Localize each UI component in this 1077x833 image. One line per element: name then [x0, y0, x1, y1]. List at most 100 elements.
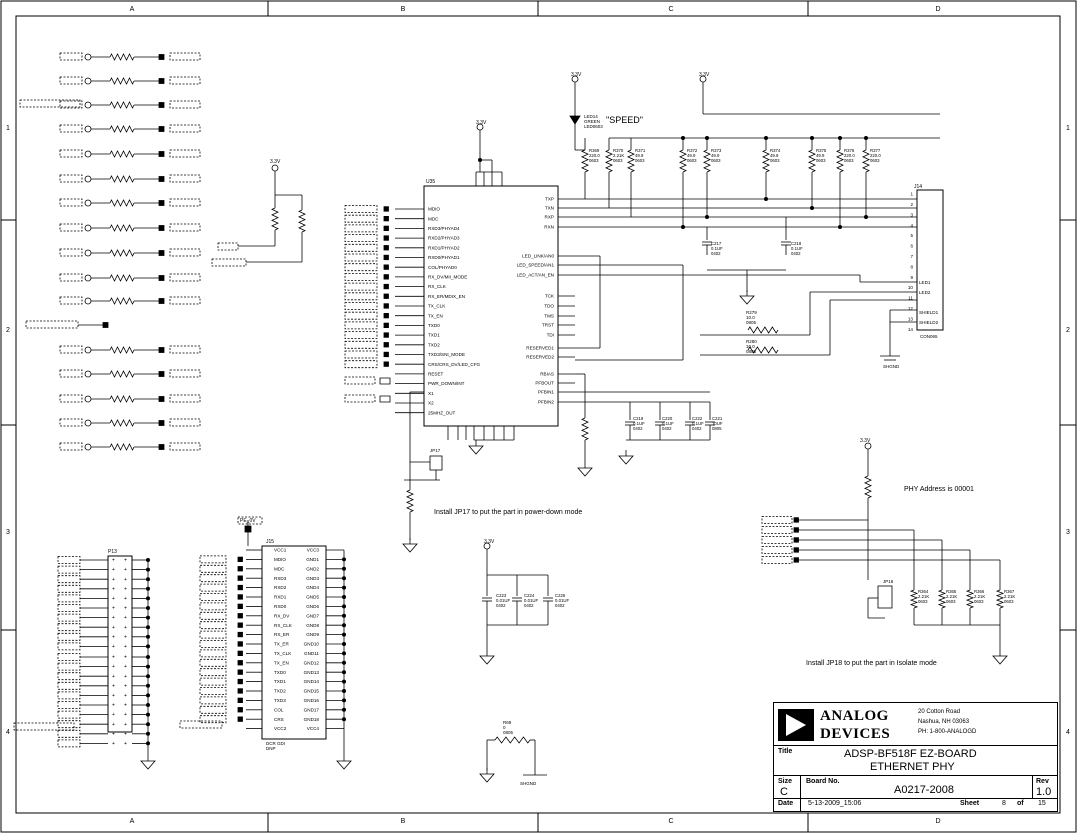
ground-symbol [739, 295, 755, 305]
net-label [169, 76, 201, 85]
net-label [344, 263, 378, 272]
resistor [109, 224, 135, 232]
company-line1: ANALOG [820, 708, 889, 724]
u35-pin-label: RXD2/PHYAD3 [428, 236, 460, 241]
header-pin: + [112, 634, 115, 640]
resistor-value: 49.9 [711, 153, 720, 158]
u35-pin-label: COL/PHYAD0 [428, 265, 457, 270]
j14-ref: J14 [914, 184, 922, 190]
column-label: A [130, 818, 135, 825]
net-label [199, 555, 227, 564]
test-point [237, 650, 243, 656]
test-point [383, 322, 389, 329]
u35-pin-label: TXP [545, 197, 554, 202]
ground-symbol [479, 655, 495, 665]
j15-pin-label: GND7 [306, 613, 319, 618]
ground-symbol [618, 455, 634, 465]
cap-ref: C218 [791, 241, 802, 246]
net-label [761, 516, 793, 524]
r69-ref: R69 [503, 720, 512, 725]
resistor [494, 736, 531, 744]
company-name: ANALOG DEVICES [820, 707, 890, 743]
resistor-ref: R374 [770, 148, 781, 153]
r69-val: 0 [503, 725, 506, 730]
resistor-value: 49.9 [635, 153, 644, 158]
board-label: Board No. [806, 778, 840, 785]
resistor-ref: R372 [687, 148, 698, 153]
resistor [298, 209, 306, 233]
j15-pin-label: GND13 [304, 670, 320, 675]
header-pin: + [112, 615, 115, 621]
cap-value: 0.1UF [692, 421, 704, 426]
net-label [169, 198, 201, 207]
u35-pin-label: RX_CLK [428, 284, 447, 289]
net-label [344, 376, 376, 385]
junction-dot [705, 135, 710, 140]
net-label [199, 705, 227, 714]
junction-dot [864, 135, 869, 140]
junction-dot [864, 214, 869, 219]
resistor [937, 589, 947, 609]
connector-pin [84, 395, 92, 403]
net-label [199, 696, 227, 705]
net-label [57, 594, 81, 603]
test-point [237, 660, 243, 666]
r280-val: 10.0 [746, 344, 755, 349]
board-value: A0217-2008 [894, 784, 954, 796]
rail-label: 3.3V [699, 72, 710, 78]
cap-value: 0.1UF [662, 421, 674, 426]
u35-pin-label: TDO [544, 304, 554, 309]
j15-pin-label: TX_EN [274, 660, 289, 665]
resistor [762, 149, 770, 173]
resistor-label-area [117, 111, 127, 123]
resistor [109, 370, 135, 378]
j15-pin-label: GND5 [306, 595, 319, 600]
test-point [237, 622, 243, 628]
cap-value: 0.01UF [496, 598, 510, 603]
resistor-value: 2.21K [974, 594, 985, 599]
cap-ref: C222 [692, 416, 703, 421]
u35-pin-label: X1 [428, 391, 434, 396]
column-label: C [668, 818, 673, 825]
u35-pin-label: LED_LINK/AN0 [522, 254, 554, 259]
j15-pin-label: GND9 [306, 632, 319, 637]
resistor-ref: R370 [613, 148, 624, 153]
net-label [57, 632, 81, 641]
net-label [59, 52, 83, 61]
cap-package: 0402 [555, 603, 565, 608]
ground-symbol [336, 760, 352, 770]
j15-pin-label: TXD0 [274, 670, 286, 675]
title-row: Title ADSP-BF518F EZ-BOARD ETHERNET PHY [774, 745, 1057, 776]
cap-package: 0402 [791, 251, 801, 256]
test-point [158, 200, 165, 206]
connector-pin [84, 125, 92, 133]
rev-label: Rev [1036, 778, 1049, 785]
cap-ref: C224 [524, 593, 535, 598]
test-point [158, 250, 165, 256]
u35-pin-label: LED_ACT/AN_EN [517, 273, 554, 278]
test-point [237, 631, 243, 638]
u35-pin-label: X2 [428, 401, 434, 406]
cap-value: 0.01UF [524, 598, 538, 603]
j14-pin-label: SHIELD2 [919, 320, 939, 325]
j15-pin-label: TX_CLK [274, 651, 292, 656]
header-pin: + [124, 634, 127, 640]
resistor [109, 249, 135, 257]
u35-pin-label: RXN [544, 225, 554, 230]
cap-ref: C220 [662, 416, 673, 421]
row-label: 3 [1066, 529, 1070, 536]
net-label [57, 613, 81, 622]
test-point [237, 575, 243, 581]
connector-pin [84, 249, 92, 257]
resistor-label-area [117, 210, 127, 222]
column-label: B [401, 6, 406, 13]
junction-dot [681, 224, 686, 229]
net-label [217, 242, 239, 251]
r280-pkg: 0805 [746, 349, 757, 354]
cap-ref: C221 [712, 416, 723, 421]
resistor [109, 77, 135, 85]
header-pin: + [112, 664, 115, 670]
led-pkg: LED0603 [584, 124, 603, 129]
date-label: Date [778, 800, 794, 807]
